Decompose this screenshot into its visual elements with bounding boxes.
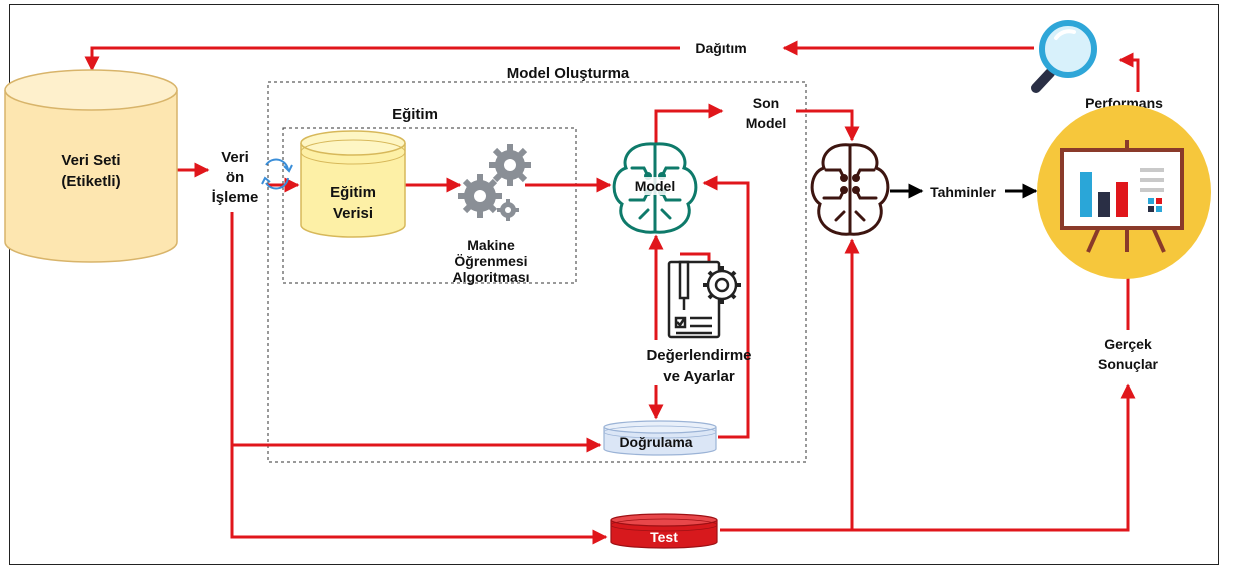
arrow-model-final [654,103,724,143]
final-model-label-2: Model [746,115,786,131]
arrow-validation-model [702,175,750,439]
training-label: Eğitim [392,106,438,123]
arrow-preproc-validation [230,212,602,453]
test-cylinder-icon [610,513,718,549]
model-label: Model [635,178,675,194]
dataset-cylinder-icon [4,69,178,263]
test-label: Test [650,529,678,545]
arrow-eval-top [680,252,711,262]
validation-cylinder-icon [603,420,717,456]
dataset-label-2: (Etiketli) [61,173,120,190]
preproc-label-2: ön [226,169,244,186]
deployment-label: Dağıtım [695,40,746,56]
flow-arrows [84,40,1140,545]
diagram-frame [9,4,1219,565]
actual-results-label-1: Gerçek [1104,336,1152,352]
preproc-label-1: Veri [221,149,249,166]
actual-results-label-2: Sonuçlar [1098,356,1158,372]
model-building-box [267,81,807,463]
validation-label: Doğrulama [619,434,692,450]
ml-algorithm-label-1: Makine [467,237,515,253]
magnifier-icon [1031,20,1097,93]
arrow-test-actual [852,383,1136,532]
training-data-label-2: Verisi [333,205,373,222]
model-label-bg [628,177,682,195]
final-model-label-1: Son [753,95,779,111]
training-box [282,127,577,284]
performance-label: Performans [1085,95,1163,111]
clipboard-gear-icon [667,260,741,339]
arrow-to-magnifier [1118,52,1140,92]
arrow-final-brain [796,109,860,142]
presentation-board-chart-icon [1037,105,1211,279]
evaluation-label-1: Değerlendirme [646,347,751,364]
final-model-brain-icon [810,143,890,236]
training-data-label-1: Eğitim [330,184,376,201]
arrow-deployment-left [84,46,680,72]
arrow-preproc-test [230,445,608,545]
dataset-label-1: Veri Seti [61,152,120,169]
preproc-label-3: İşleme [212,189,259,206]
training-data-cylinder-icon [300,130,406,238]
predictions-label: Tahminler [930,184,996,200]
ml-algorithm-label-2: Öğrenmesi [454,253,527,269]
ml-algorithm-label-3: Algoritması [452,269,529,285]
evaluation-label-2: ve Ayarlar [663,368,735,385]
model-building-label: Model Oluşturma [507,65,630,82]
refresh-cycle-icon [261,158,293,190]
gears-icon [458,144,531,221]
